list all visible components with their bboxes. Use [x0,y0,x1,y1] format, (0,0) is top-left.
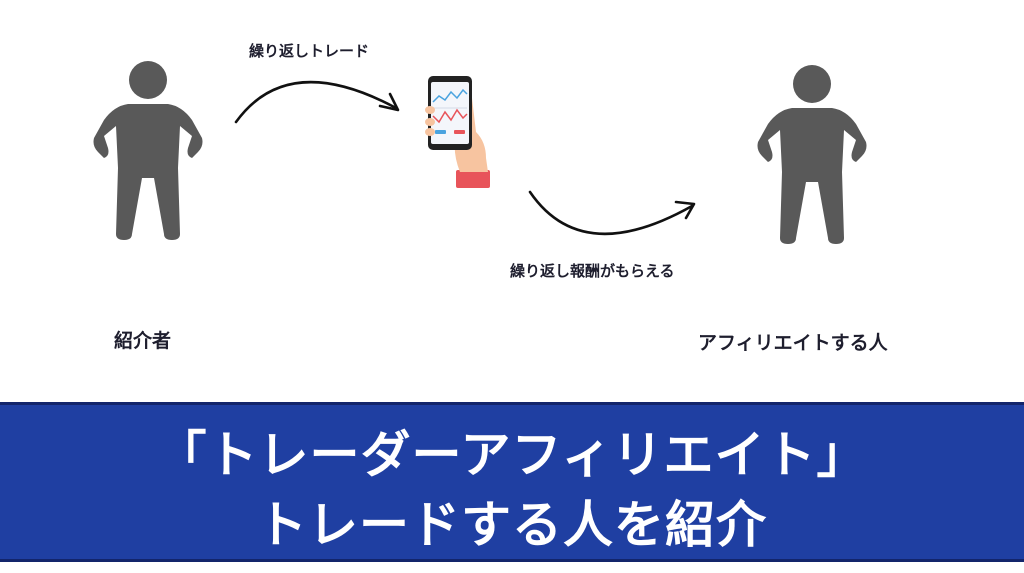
edge-label-repeat-reward: 繰り返し報酬がもらえる [510,260,675,281]
person-icon-referrer [88,56,208,241]
person-icon-affiliate [752,60,872,245]
smartphone-chart-icon [416,72,496,192]
arrow-repeat-trade [228,70,418,130]
arrow-repeat-reward [522,188,712,252]
node-label-affiliate: アフィリエイトする人 [698,328,888,355]
node-label-referrer: 紹介者 [114,326,171,353]
banner-title-line2: トレードする人を紹介 [0,485,1024,557]
edge-label-repeat-trade: 繰り返しトレード [249,40,369,61]
title-banner: 「トレーダーアフィリエイト」 トレードする人を紹介 [0,398,1024,573]
banner-title-line1: 「トレーダーアフィリエイト」 [0,415,1024,487]
title-banner-bar: 「トレーダーアフィリエイト」 トレードする人を紹介 [0,402,1024,562]
